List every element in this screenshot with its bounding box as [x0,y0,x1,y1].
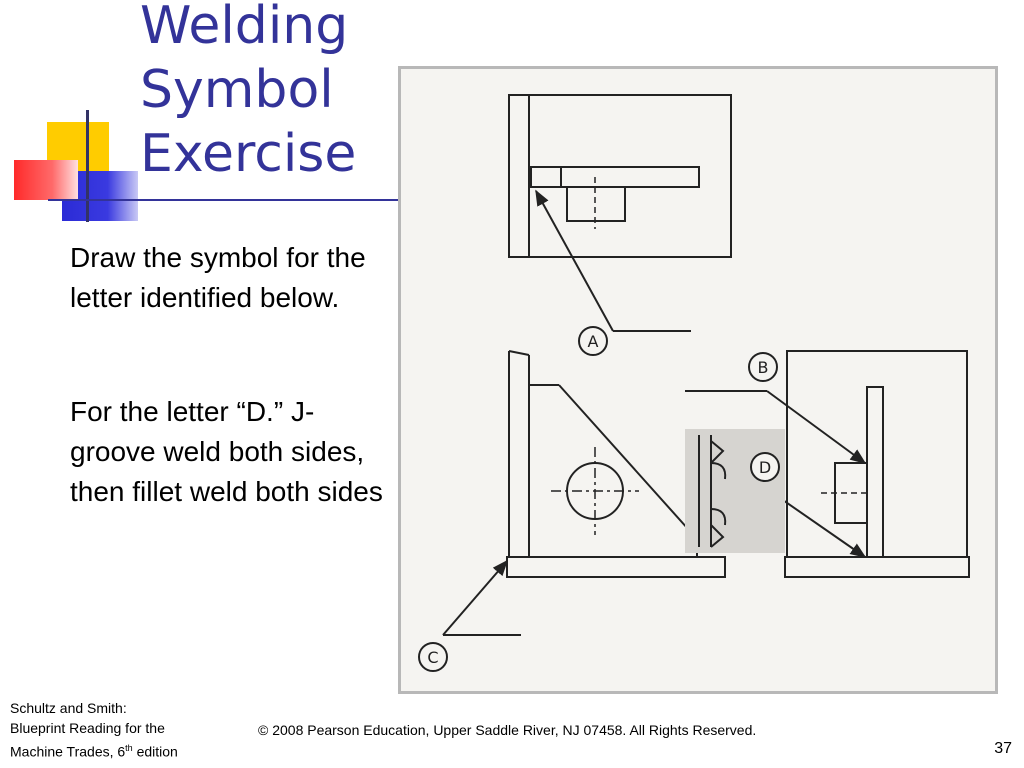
deco-horizontal-rule [48,199,400,201]
callout-b-circle [748,352,778,382]
source-line-3-prefix: Machine Trades, 6 [10,743,126,760]
page-title: Welding Symbol Exercise [140,0,356,186]
base-plate-left [506,556,726,578]
title-line-3: Exercise [140,124,357,184]
copyright-notice: © 2008 Pearson Education, Upper Saddle R… [258,722,757,738]
base-plate-right [784,556,970,578]
callout-b-arrow [766,390,867,464]
source-line-3: Machine Trades, 6th edition [10,738,178,762]
weld-exercise-drawing: A B C D [398,66,998,694]
exercise-paragraph: For the letter “D.” J-groove weld both s… [70,396,383,507]
callout-d-label: D [759,458,771,477]
page-number: 37 [994,740,1012,757]
callout-b-label: B [758,358,769,377]
callout-d-circle [750,452,780,482]
callout-a-arrow [535,189,614,332]
callout-a-circle [578,326,608,356]
right-plate-outline [786,350,968,558]
callout-c-circle [418,642,448,672]
callout-c-label: C [427,648,438,667]
source-line-1: Schultz and Smith: [10,700,127,716]
deco-red-square [14,160,78,200]
top-block [566,186,626,222]
top-bar [530,166,700,188]
j-groove-bottom [710,508,727,526]
callout-a-label: A [588,332,599,351]
source-line-3-sup: th [125,743,133,753]
top-plate-outline [508,94,732,258]
j-groove-top [710,462,727,480]
gusset-diagonal [558,384,698,540]
callout-c-arrow [442,559,509,636]
title-line-1: Welding [140,0,349,56]
deco-vertical-line [86,110,89,222]
source-line-3-suffix: edition [132,743,178,760]
shaded-detail-region [685,429,785,553]
instruction-paragraph: Draw the symbol for the letter identifie… [70,242,366,313]
source-citation: Schultz and Smith: Blueprint Reading for… [10,698,178,762]
title-line-2: Symbol [140,60,334,120]
drawing-svg: A B C D [418,94,970,672]
right-vertical-bar [866,386,884,558]
source-line-2: Blueprint Reading for the [10,720,165,736]
